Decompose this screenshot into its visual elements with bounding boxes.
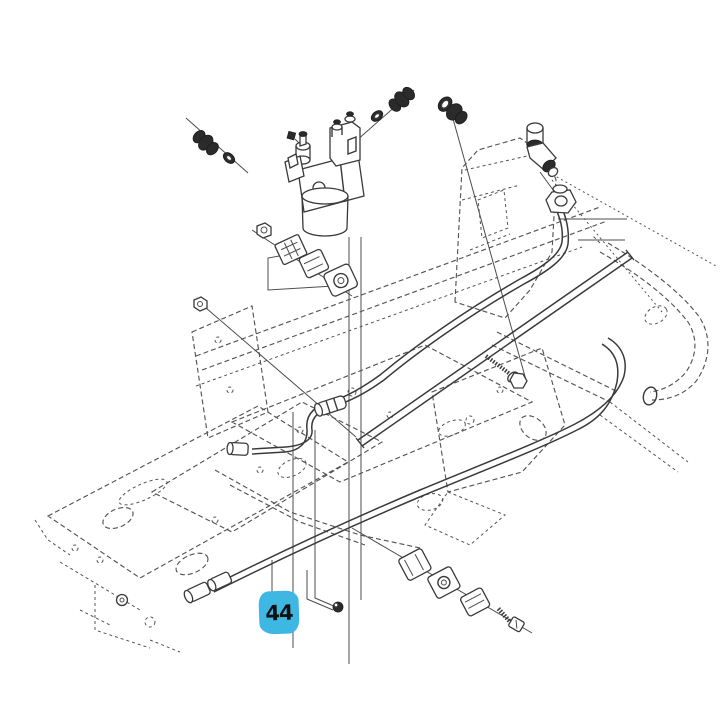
- washer-left-hole: [225, 154, 233, 162]
- frame-left-plate: [191, 305, 269, 439]
- frame-rails: [195, 206, 689, 473]
- plug-fitting-left: [192, 130, 219, 156]
- washer-top-hole: [373, 112, 381, 120]
- clamp-set-middle: [256, 222, 359, 297]
- banjo-fitting: [545, 184, 577, 214]
- fuel-pipe: [355, 249, 635, 449]
- frame-deck-plate: [34, 405, 350, 653]
- frame-mid-plate: [150, 401, 384, 533]
- sensor-fitting: [437, 96, 468, 125]
- nut-bottom: [332, 601, 344, 613]
- elbow-fitting: [526, 122, 559, 178]
- clamp-set-bottom-right: [398, 548, 525, 633]
- bolt-right: [484, 354, 528, 389]
- valve-filter-assembly: [284, 111, 365, 237]
- hose-nut-fitting: [226, 441, 249, 456]
- frame-center-floor: [230, 344, 534, 483]
- nut-upper-left: [193, 296, 208, 312]
- hose-end-fittings: [183, 571, 233, 604]
- small-bolt: [286, 130, 297, 141]
- part-callout-44[interactable]: 44: [258, 590, 300, 635]
- plug-fitting-top: [388, 86, 415, 112]
- fuel-hose-lower: [211, 337, 626, 593]
- frame-rear-tube: [591, 234, 709, 406]
- fuel-hose-upper: [251, 192, 570, 455]
- clamp-screw: [496, 607, 525, 633]
- hose-elbow-fitting: [313, 395, 347, 417]
